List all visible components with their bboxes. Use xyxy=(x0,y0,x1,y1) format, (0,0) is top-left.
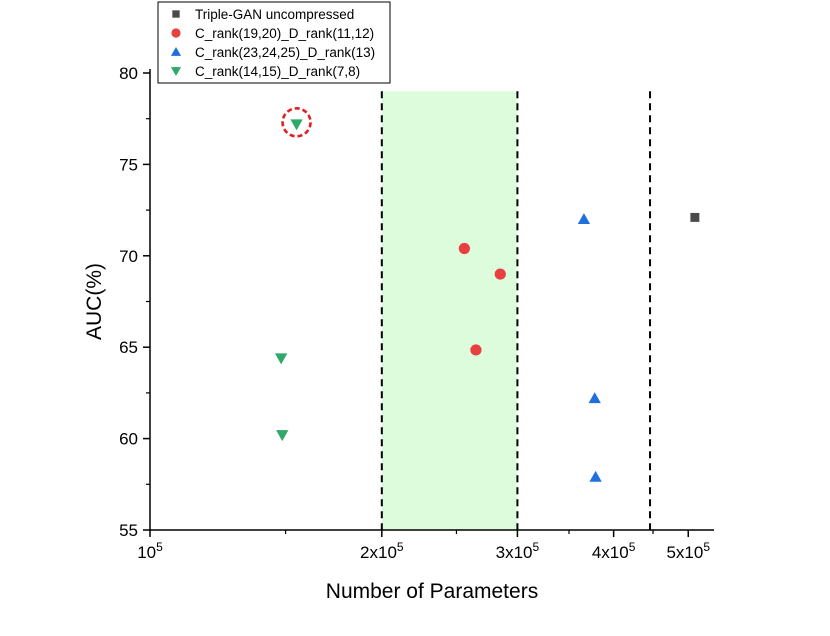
highlight-layer xyxy=(281,107,312,138)
data-point-series-0 xyxy=(690,212,700,222)
x-tick-label: 3x105 xyxy=(496,540,540,562)
legend-marker xyxy=(170,67,182,77)
data-point-series-2 xyxy=(588,392,601,404)
y-tick-label: 55 xyxy=(119,521,138,540)
y-axis-title: AUC(%) xyxy=(83,263,106,340)
y-tick-label: 80 xyxy=(119,64,138,83)
legend-marker xyxy=(170,46,182,56)
shaded-region-layer xyxy=(381,91,518,530)
legend: Triple-GAN uncompressedC_rank(19,20)_D_r… xyxy=(157,1,391,84)
x-tick-label: 105 xyxy=(137,540,163,562)
data-point-series-1 xyxy=(458,242,470,255)
y-tick-label: 60 xyxy=(119,430,138,449)
data-point-series-2 xyxy=(589,470,602,482)
legend-label: Triple-GAN uncompressed xyxy=(195,7,354,22)
data-point-series-1 xyxy=(470,344,482,356)
y-tick-label: 75 xyxy=(119,155,138,174)
legend-label: C_rank(14,15)_D_rank(7,8) xyxy=(195,64,360,79)
data-point-series-3 xyxy=(290,119,303,131)
axes xyxy=(149,69,714,531)
legend-label: C_rank(23,24,25)_D_rank(13) xyxy=(195,45,375,60)
legend-marker xyxy=(172,10,180,18)
x-tick-label: 5x105 xyxy=(666,540,710,562)
legend-label: C_rank(19,20)_D_rank(11,12) xyxy=(195,26,374,41)
vertical-lines-layer xyxy=(380,91,652,530)
shaded-region xyxy=(381,91,518,530)
y-tick-label: 70 xyxy=(119,247,138,266)
data-point-series-1 xyxy=(494,268,506,280)
legend-box xyxy=(157,1,391,84)
ticks-layer: 55 60 65 70 75 80 105 2x105 3x105 4x105 5x105 xyxy=(119,64,710,562)
y-tick-label: 65 xyxy=(119,338,138,357)
x-tick-label: 2x105 xyxy=(360,540,404,562)
data-point-series-3 xyxy=(274,353,288,365)
highlight-circle xyxy=(281,107,312,138)
x-tick-label: 4x105 xyxy=(592,540,636,562)
legend-marker xyxy=(171,28,181,38)
x-axis-title: Number of Parameters xyxy=(326,580,538,603)
data-point-series-2 xyxy=(577,213,591,224)
data-point-series-3 xyxy=(276,430,289,442)
data-points-layer xyxy=(274,119,700,482)
